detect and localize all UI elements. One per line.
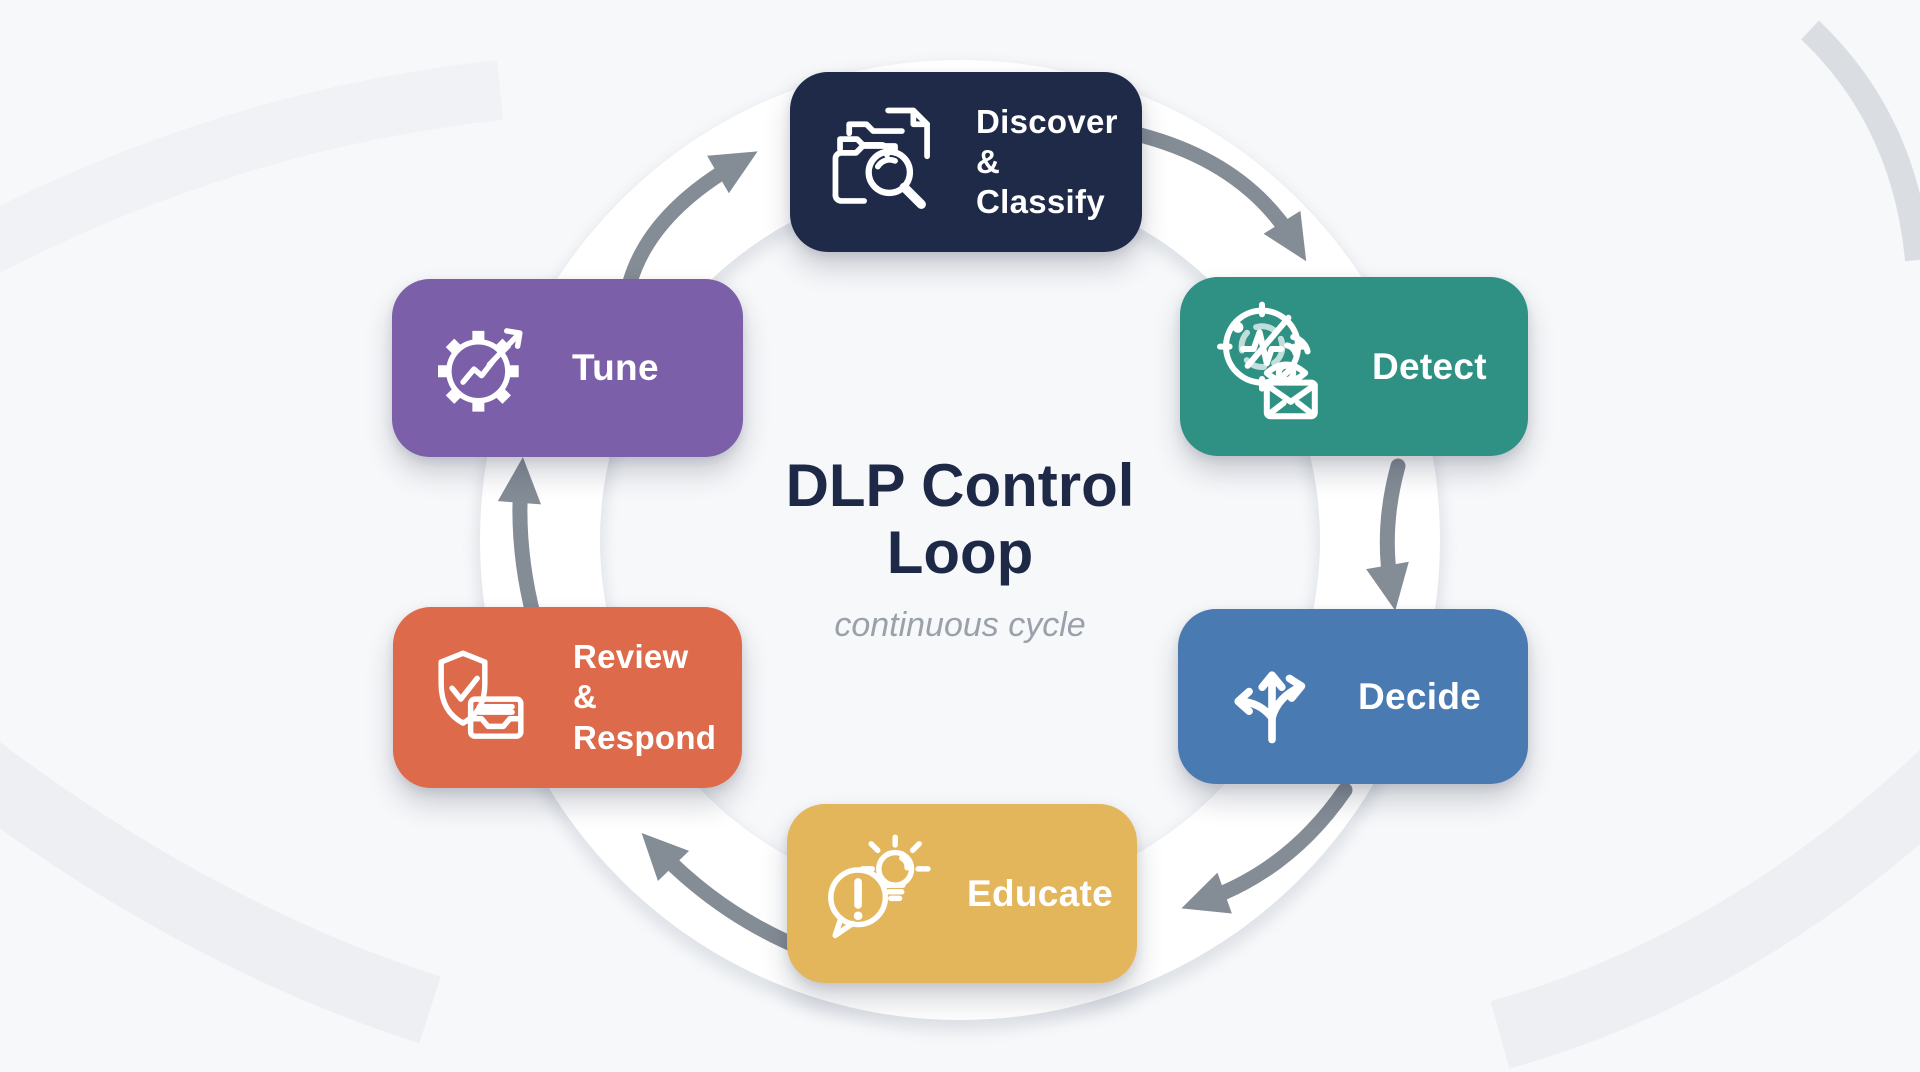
diagram-title: DLP Control Loop xyxy=(785,452,1135,587)
stage-decide: Decide xyxy=(1178,609,1528,784)
stage-review-respond: Review & Respond xyxy=(393,607,742,788)
arrow-detect-to-decide xyxy=(1366,458,1409,611)
radar-pulse-eye-envelope-icon xyxy=(1214,301,1346,433)
branching-arrows-icon xyxy=(1212,637,1332,757)
arrow-educate-to-review xyxy=(641,833,814,958)
alert-bubble-lightbulb-icon xyxy=(821,834,941,954)
folders-document-magnifier-icon xyxy=(824,99,950,225)
stage-label: Detect xyxy=(1372,345,1487,387)
stage-label: Tune xyxy=(572,347,659,388)
stage-tune: Tune xyxy=(392,279,743,457)
stage-label: Educate xyxy=(967,872,1114,914)
stage-discover-classify: Discover & Classify xyxy=(790,72,1142,252)
corner-swoosh-top-left xyxy=(0,60,504,273)
arrow-discover-to-detect xyxy=(1120,124,1307,262)
diagram-subtitle: continuous cycle xyxy=(834,606,1086,645)
shield-check-inbox-icon xyxy=(427,638,547,758)
center-caption: DLP Control Loop continuous cycle xyxy=(640,452,1280,645)
stage-educate: Educate xyxy=(787,804,1137,983)
stage-detect: Detect xyxy=(1180,277,1528,456)
stage-label: Decide xyxy=(1358,675,1482,717)
arrow-decide-to-educate xyxy=(1181,782,1353,914)
corner-swoosh-top-right xyxy=(1801,20,1920,262)
corner-swoosh-bottom-right xyxy=(1490,749,1920,1069)
gear-trend-arrow-icon xyxy=(426,308,546,428)
arrow-review-to-tune xyxy=(497,457,542,626)
arrow-tune-to-discover xyxy=(622,151,758,290)
stage-label: Review & Respond xyxy=(573,638,717,756)
corner-swoosh-bottom-left xyxy=(0,742,441,1044)
stage-label: Discover & Classify xyxy=(976,102,1118,221)
